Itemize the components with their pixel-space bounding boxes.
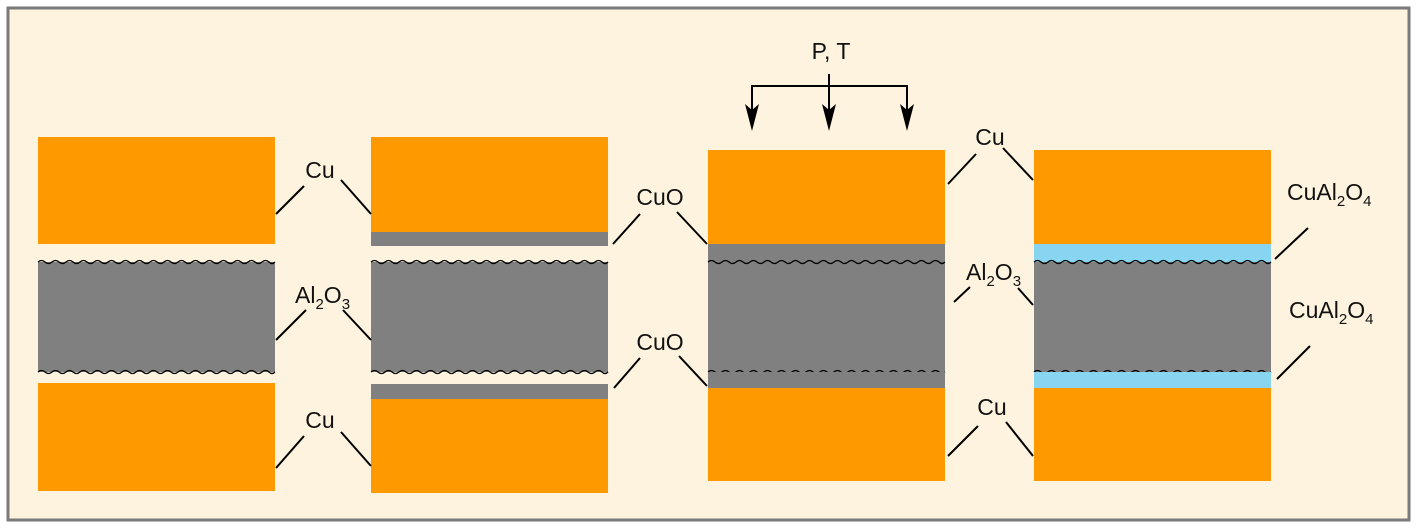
stage2-alumina — [371, 262, 608, 372]
stage2-alumina-wavy-top — [370, 259, 609, 265]
stage2-cuo-top-layer — [371, 232, 608, 246]
leader-stage1-cu-top-right — [340, 179, 372, 215]
pressure-arrow-center — [822, 104, 836, 131]
leader-stage3-cu-top-left — [947, 153, 977, 185]
stage4-alumina — [1034, 262, 1271, 372]
stage2-copper-bottom — [371, 399, 608, 493]
leader-stage3-cu-bottom-right — [1005, 421, 1034, 457]
label-stage3-al2o3: Al2O3 — [966, 259, 1021, 290]
label-stage1-al2o3: Al2O3 — [295, 282, 350, 313]
leader-stage4-spinel-top — [1274, 227, 1309, 260]
pressure-arrow-right — [900, 104, 914, 131]
stage1-copper-top — [38, 137, 275, 244]
leader-stage4-spinel-bottom — [1276, 345, 1311, 380]
leader-stage3-al2o3-left — [953, 286, 971, 303]
stage4-copper-top — [1034, 150, 1271, 244]
leader-stage3-al2o3-right — [1017, 287, 1034, 306]
leader-stage1-cu-top — [275, 185, 305, 215]
leader-stage1-al2o3-right — [342, 309, 372, 341]
label-stage4-spinel-bottom: CuAl2O4 — [1289, 297, 1373, 328]
stage2-copper-top — [371, 137, 608, 232]
label-stage3-cu-top: Cu — [975, 124, 1004, 150]
stage4-alumina-wavy-top — [1033, 259, 1272, 265]
leader-stage3-cu-top-right — [1002, 147, 1034, 181]
stage4-copper-bottom — [1034, 388, 1271, 481]
leader-stage1-al2o3-left — [275, 309, 307, 341]
stage2-alumina-wavy-bottom — [370, 369, 609, 375]
stage2-cuo-bottom-layer — [371, 384, 608, 399]
stage3-cuo-bottom-layer — [708, 372, 945, 388]
leader-stage2-cuo-top-right — [676, 211, 708, 245]
leader-stage2-cuo-bottom-right — [678, 355, 708, 387]
leader-stage2-cuo-bottom-left — [613, 357, 641, 389]
stage4-spinel-top-layer — [1034, 244, 1271, 262]
stage1-alumina-wavy-top — [37, 259, 276, 265]
pressure-arrow-left — [745, 104, 759, 131]
label-process-conditions: P, T — [812, 38, 851, 64]
stage3-alumina-wavy-top — [707, 259, 946, 265]
label-stage2-cuo-top: CuO — [636, 184, 683, 210]
stage1-alumina-wavy-bottom — [37, 369, 276, 375]
label-stage2-cuo-bottom: CuO — [636, 329, 683, 355]
label-stage1-cu-top: Cu — [305, 157, 334, 183]
label-stage4-spinel-top: CuAl2O4 — [1287, 179, 1371, 210]
stage3-copper-top — [708, 150, 945, 244]
stage3-alumina — [708, 262, 945, 372]
stage3-copper-bottom — [708, 388, 945, 481]
label-stage1-cu-bottom: Cu — [305, 407, 334, 433]
stage4-spinel-bottom-layer — [1034, 372, 1271, 388]
leader-stage1-cu-bottom-right — [340, 431, 372, 467]
label-stage3-cu-bottom: Cu — [977, 394, 1006, 420]
stage3-cuo-top-layer — [708, 244, 945, 262]
stage1-copper-bottom — [38, 383, 275, 491]
leader-stage2-cuo-top-left — [612, 213, 641, 245]
leader-stage3-cu-bottom-left — [947, 425, 979, 457]
leader-stage1-cu-bottom-left — [275, 435, 305, 469]
stage1-alumina — [38, 262, 275, 372]
